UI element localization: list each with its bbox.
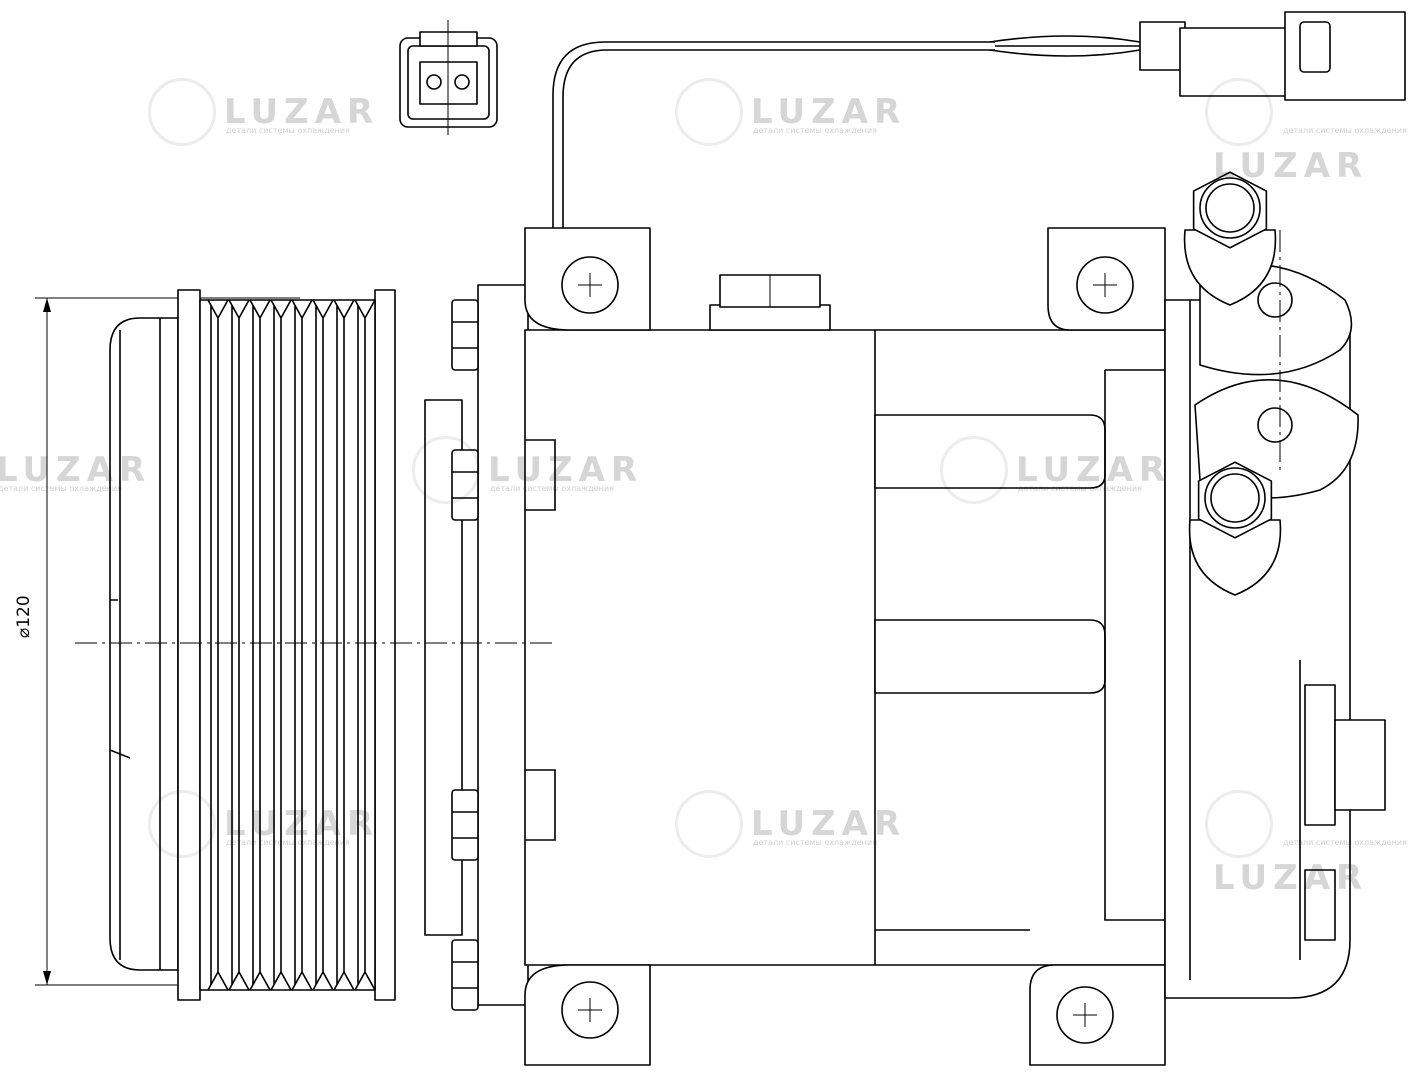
compressor-body [524,227,1166,1066]
front-flange [477,284,529,1006]
connector-plug-large [1139,11,1406,101]
bolt [451,299,479,371]
hex-nut [1183,171,1277,306]
connector-plug-small [399,20,498,135]
diameter-label: ⌀120 [14,595,34,638]
front-bolts [451,299,479,1011]
rear-head [1164,230,1386,999]
bolt [451,939,479,1011]
diameter-dimension [35,297,300,986]
bolt [451,449,479,521]
mounting-hole [1076,256,1134,314]
mounting-hole [561,256,619,314]
wire [552,35,1141,228]
mounting-hole [561,981,619,1039]
mounting-hole [1056,986,1114,1044]
fitting-nuts [1183,171,1282,596]
hex-nut [1188,461,1282,596]
bolt [451,789,479,861]
pulley [177,289,396,1001]
clutch-plate [109,317,179,971]
mounting-holes [561,256,1134,1044]
